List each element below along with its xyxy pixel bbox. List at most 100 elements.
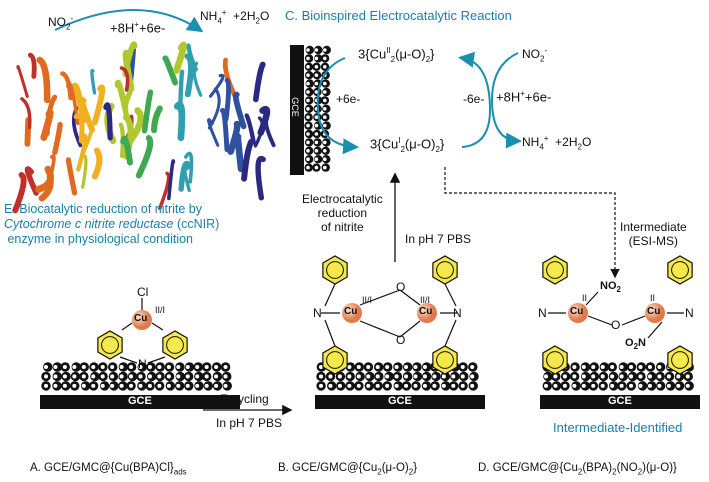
sphere-highlight (395, 384, 399, 388)
o2n-label: O2N (625, 337, 646, 351)
sphere-highlight (323, 149, 327, 153)
caption-b: B. GCE/GMC@{Cu2(μ-O)2} (278, 462, 417, 476)
copper-label: Cu (344, 306, 357, 317)
ph-label-vertical: In pH 7 PBS (405, 232, 471, 246)
sphere-highlight (91, 384, 95, 388)
protein-ribbon (145, 92, 151, 130)
sphere-highlight (432, 384, 436, 388)
sphere-highlight (582, 365, 586, 369)
sphere-highlight (638, 365, 642, 369)
sphere-highlight (63, 365, 67, 369)
sphere-highlight (395, 374, 399, 378)
protein-ribbon (139, 138, 150, 175)
oxidation-state-label: II/I (155, 305, 165, 315)
sphere-highlight (323, 48, 327, 52)
sphere-highlight (148, 365, 152, 369)
protein-ribbon (92, 71, 95, 93)
protein-ribbon (125, 93, 129, 117)
sphere-highlight (306, 132, 310, 136)
sphere-highlight (667, 384, 671, 388)
copper-label: Cu (419, 306, 432, 317)
ph-label-horizontal: In pH 7 PBS (216, 416, 282, 430)
sphere-highlight (572, 365, 576, 369)
sphere-highlight (53, 374, 57, 378)
cu-i-species: 3{CuI2(μ-O)2} (370, 136, 444, 154)
sphere-highlight (120, 384, 124, 388)
sphere-highlight (323, 90, 327, 94)
protein-ribbon (39, 169, 51, 189)
sphere-highlight (601, 365, 605, 369)
protein-ribbon (188, 56, 191, 94)
sphere-highlight (323, 166, 327, 170)
sphere-highlight (629, 374, 633, 378)
sphere-highlight (306, 107, 310, 111)
sphere-highlight (620, 384, 624, 388)
benzene-ring (323, 256, 347, 284)
gce-label-vertical: GCE (290, 97, 300, 117)
sphere-highlight (676, 374, 680, 378)
sphere-highlight (461, 365, 465, 369)
sphere-highlight (553, 374, 557, 378)
sphere-highlight (544, 384, 548, 388)
sphere-highlight (442, 384, 446, 388)
copper-label: Cu (570, 306, 583, 317)
sphere-highlight (638, 384, 642, 388)
sphere-highlight (323, 99, 327, 103)
sphere-highlight (323, 124, 327, 128)
sphere-highlight (167, 365, 171, 369)
sphere-highlight (323, 107, 327, 111)
sphere-highlight (395, 365, 399, 369)
sphere-highlight (582, 374, 586, 378)
protein-ribbon (184, 167, 189, 190)
sphere-highlight (176, 365, 180, 369)
enzyme-protons-label: +8H++6e- (110, 20, 165, 35)
gce-label: GCE (128, 395, 152, 407)
sphere-highlight (110, 374, 114, 378)
sphere-highlight (306, 48, 310, 52)
sphere-highlight (366, 374, 370, 378)
oxidation-state-label: II/I (420, 295, 430, 305)
sphere-highlight (53, 384, 57, 388)
sphere-highlight (110, 384, 114, 388)
sphere-highlight (148, 374, 152, 378)
benzene-ring (98, 331, 122, 359)
electrocatalytic-label: Electrocatalyticreductionof nitrite (302, 192, 383, 234)
bond (648, 322, 662, 338)
protein-ribbon (244, 142, 251, 179)
sphere-highlight (120, 365, 124, 369)
sphere-highlight (224, 384, 228, 388)
sphere-highlight (357, 374, 361, 378)
sphere-highlight (82, 365, 86, 369)
sphere-highlight (129, 374, 133, 378)
bond (360, 321, 400, 337)
caption-a: A. GCE/GMC@{Cu(BPA)Cl}ads (30, 462, 187, 476)
sphere-highlight (601, 374, 605, 378)
sphere-highlight (148, 384, 152, 388)
sphere-highlight (638, 374, 642, 378)
intermediate-dashed-arrow (445, 167, 615, 276)
sphere-highlight (306, 90, 310, 94)
sphere-highlight (101, 374, 105, 378)
sphere-highlight (620, 374, 624, 378)
bond (122, 323, 132, 330)
chloride-label: Cl (137, 285, 148, 299)
sphere-highlight (376, 384, 380, 388)
sphere-highlight (591, 374, 595, 378)
protein-ribbon (238, 137, 241, 169)
oxygen-label: O (396, 280, 405, 294)
sphere-highlight (657, 374, 661, 378)
sphere-highlight (323, 141, 327, 145)
sphere-highlight (306, 115, 310, 119)
bond (445, 320, 456, 346)
sphere-highlight (138, 374, 142, 378)
sphere-highlight (44, 365, 48, 369)
protein-ribbon (247, 116, 254, 143)
enzyme-nitrite-label: NO2- (48, 14, 73, 31)
sphere-highlight (315, 166, 319, 170)
sphere-highlight (205, 374, 209, 378)
protein-ribbon (169, 161, 174, 199)
sphere-highlight (591, 365, 595, 369)
sphere-highlight (413, 374, 417, 378)
sphere-highlight (461, 374, 465, 378)
sphere-highlight (442, 374, 446, 378)
